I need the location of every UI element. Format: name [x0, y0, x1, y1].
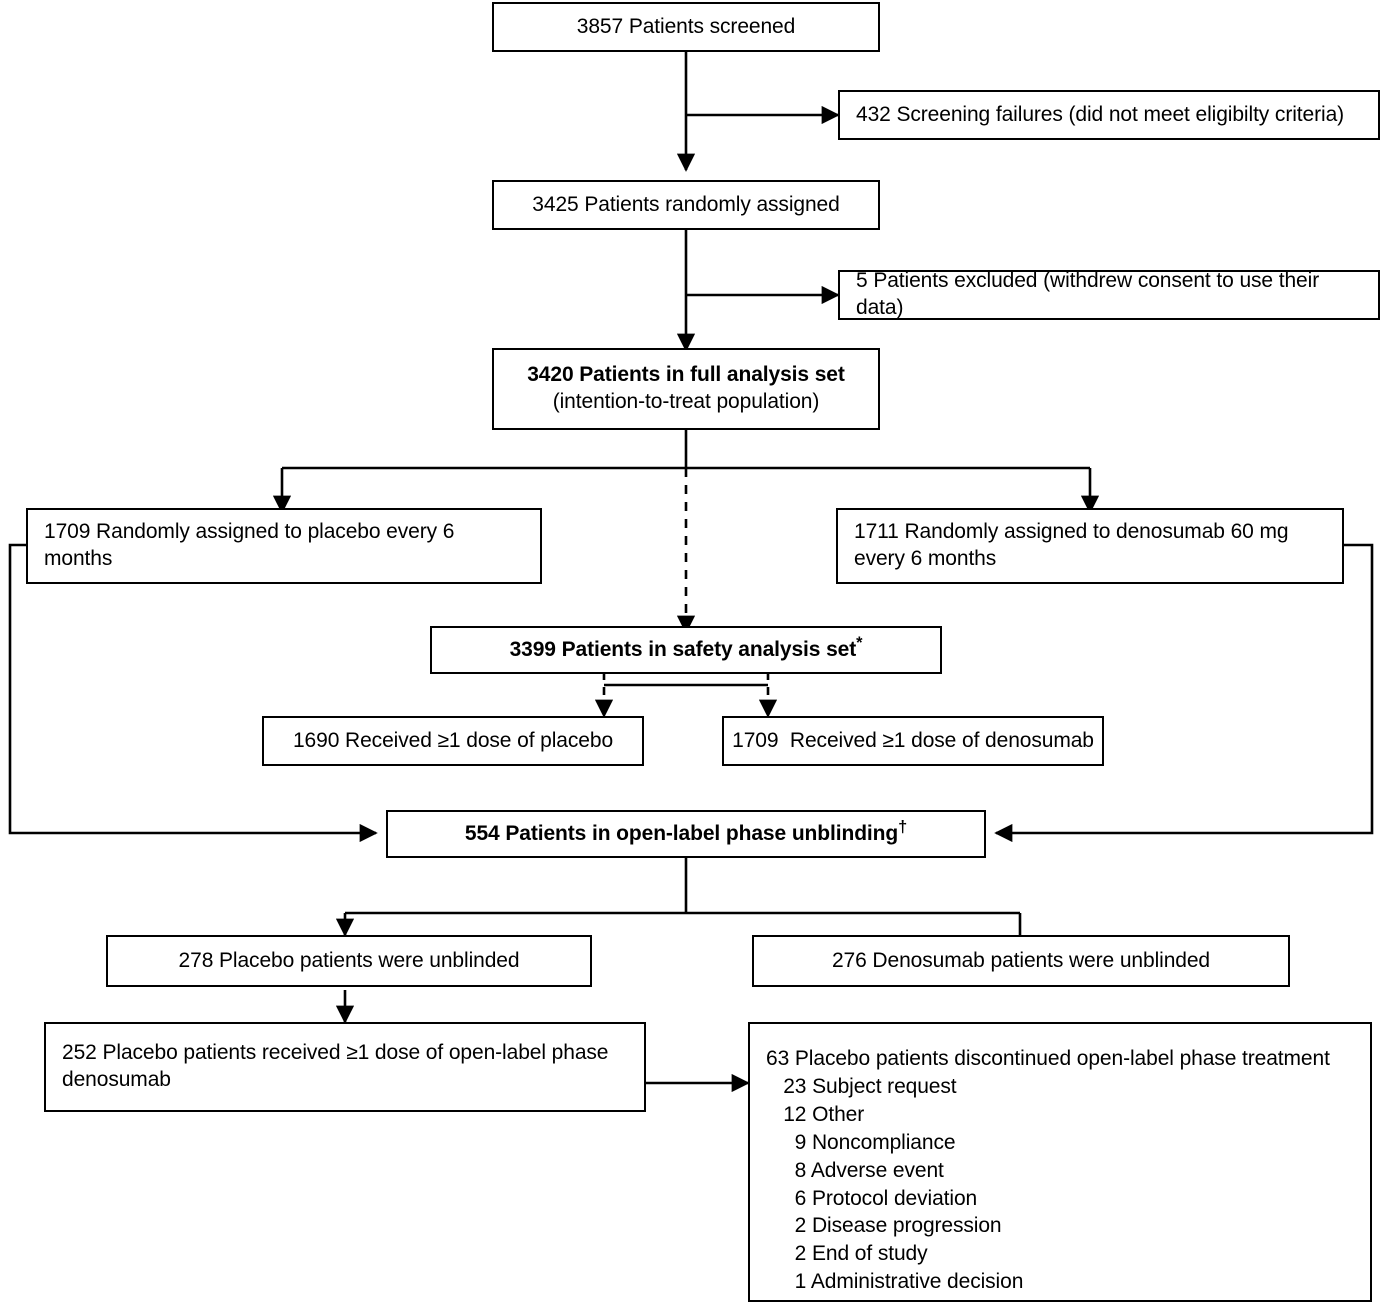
edge-placebo-arm-to-unblinding — [8, 543, 378, 843]
node-safety-analysis-set-label: 3399 Patients in safety analysis set — [509, 637, 857, 661]
node-placebo-assigned: 1709 Randomly assigned to placebo every … — [26, 508, 542, 584]
discontinued-reason-list: 23 Subject request 12 Other 9 Noncomplia… — [766, 1073, 1023, 1296]
footnote-marker-asterisk: * — [856, 633, 863, 652]
discontinued-reason-item: 6 Protocol deviation — [766, 1186, 978, 1210]
discontinued-reason-item: 23 Subject request — [766, 1074, 957, 1098]
discontinued-reason-item: 9 Noncompliance — [766, 1130, 956, 1154]
discontinued-reason-item: 8 Adverse event — [766, 1158, 944, 1182]
discontinued-reason-item: 2 End of study — [766, 1242, 928, 1266]
footnote-marker-dagger: † — [898, 817, 908, 836]
node-patients-randomized: 3425 Patients randomly assigned — [492, 180, 880, 230]
node-screening-failures: 432 Screening failures (did not meet eli… — [838, 90, 1380, 140]
node-full-analysis-set-title: 3420 Patients in full analysis set — [527, 363, 845, 387]
node-denosumab-dosed: 1709 Received ≥1 dose of denosumab — [722, 716, 1104, 766]
node-full-analysis-set-subtitle: (intention-to-treat population) — [552, 390, 820, 413]
node-discontinued-reasons: 63 Placebo patients discontinued open-la… — [748, 1022, 1372, 1302]
node-open-label-unblinding-label: 554 Patients in open-label phase unblind… — [464, 821, 899, 845]
node-patients-screened-text: 3857 Patients screened — [576, 14, 796, 38]
node-safety-analysis-set: 3399 Patients in safety analysis set* — [430, 626, 942, 674]
node-placebo-open-label-dose: 252 Placebo patients received ≥1 dose of… — [44, 1022, 646, 1112]
node-placebo-open-label-dose-text: 252 Placebo patients received ≥1 dose of… — [62, 1041, 609, 1091]
node-patients-screened: 3857 Patients screened — [492, 2, 880, 52]
node-open-label-unblinding-text: 554 Patients in open-label phase unblind… — [464, 817, 908, 848]
node-denosumab-assigned: 1711 Randomly assigned to denosumab 60 m… — [836, 508, 1344, 584]
node-full-analysis-set: 3420 Patients in full analysis set (inte… — [492, 348, 880, 430]
node-placebo-assigned-text: 1709 Randomly assigned to placebo every … — [44, 520, 455, 570]
edge-denosumab-arm-to-unblinding — [994, 543, 1374, 843]
discontinued-reason-item: 12 Other — [766, 1102, 865, 1126]
node-patients-excluded-text: 5 Patients excluded (withdrew consent to… — [856, 269, 1320, 319]
discontinued-reason-item: 2 Disease progression — [766, 1214, 1002, 1238]
node-denosumab-dosed-text: 1709 Received ≥1 dose of denosumab — [732, 728, 1094, 752]
node-denosumab-assigned-text: 1711 Randomly assigned to denosumab 60 m… — [854, 520, 1289, 570]
discontinued-reason-item: 1 Administrative decision — [766, 1270, 1024, 1294]
node-safety-analysis-set-text: 3399 Patients in safety analysis set* — [509, 633, 863, 664]
node-denosumab-unblinded-text: 276 Denosumab patients were unblinded — [831, 948, 1211, 972]
node-placebo-dosed: 1690 Received ≥1 dose of placebo — [262, 716, 644, 766]
node-placebo-unblinded: 278 Placebo patients were unblinded — [106, 935, 592, 987]
node-placebo-unblinded-text: 278 Placebo patients were unblinded — [178, 948, 520, 972]
node-screening-failures-text: 432 Screening failures (did not meet eli… — [856, 102, 1345, 126]
node-denosumab-unblinded: 276 Denosumab patients were unblinded — [752, 935, 1290, 987]
node-open-label-unblinding: 554 Patients in open-label phase unblind… — [386, 810, 986, 858]
node-discontinued-heading: 63 Placebo patients discontinued open-la… — [766, 1047, 1330, 1070]
node-patients-randomized-text: 3425 Patients randomly assigned — [532, 192, 840, 216]
node-placebo-dosed-text: 1690 Received ≥1 dose of placebo — [292, 728, 614, 752]
node-patients-excluded: 5 Patients excluded (withdrew consent to… — [838, 269, 1380, 320]
